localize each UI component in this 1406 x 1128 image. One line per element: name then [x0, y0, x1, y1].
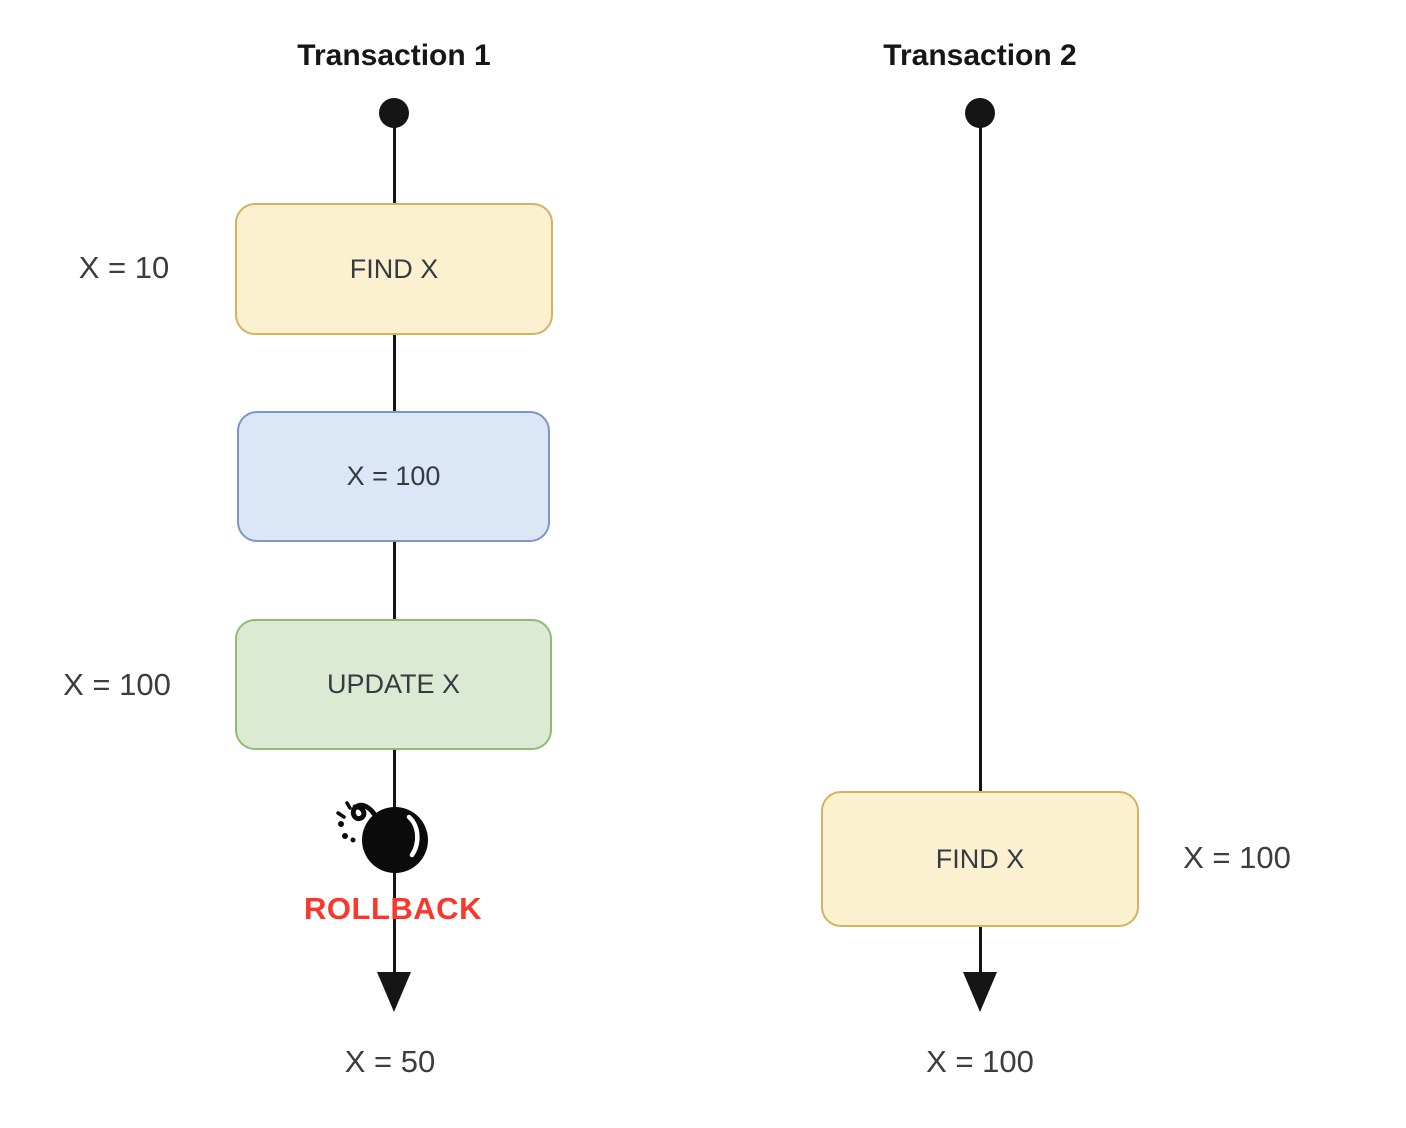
- timeline-start-dot: [379, 98, 409, 128]
- side-label-x-100-left: X = 100: [63, 667, 171, 702]
- column-title-transaction-1: Transaction 1: [297, 39, 491, 72]
- node-update-x-t1: UPDATE X: [235, 619, 552, 750]
- arrowhead-down-icon: [963, 972, 997, 1012]
- node-x-100-t1: X = 100: [237, 411, 550, 542]
- side-label-x-100-right: X = 100: [1183, 840, 1291, 875]
- side-label-x-10: X = 10: [78, 250, 170, 285]
- timeline-segment: [392, 873, 396, 972]
- column-title-transaction-2: Transaction 2: [883, 39, 1077, 72]
- timeline-start-dot: [965, 98, 995, 128]
- node-label: UPDATE X: [326, 669, 461, 699]
- bomb-icon: [336, 801, 428, 873]
- node-label: X = 100: [346, 461, 441, 491]
- rollback-label: ROLLBACK: [304, 891, 482, 926]
- result-label-t1: X = 50: [344, 1044, 436, 1079]
- timeline-segment: [978, 113, 982, 791]
- arrowhead-down-icon: [377, 972, 411, 1012]
- timeline-segment: [392, 113, 396, 204]
- node-find-x-t2: FIND X: [821, 791, 1139, 927]
- timeline-segment: [392, 335, 396, 411]
- node-label: FIND X: [935, 843, 1025, 874]
- node-label: FIND X: [349, 253, 439, 284]
- result-label-t2: X = 100: [926, 1044, 1034, 1079]
- timeline-segment: [978, 927, 982, 972]
- node-find-x-t1: FIND X: [235, 203, 553, 335]
- timeline-segment: [392, 542, 396, 619]
